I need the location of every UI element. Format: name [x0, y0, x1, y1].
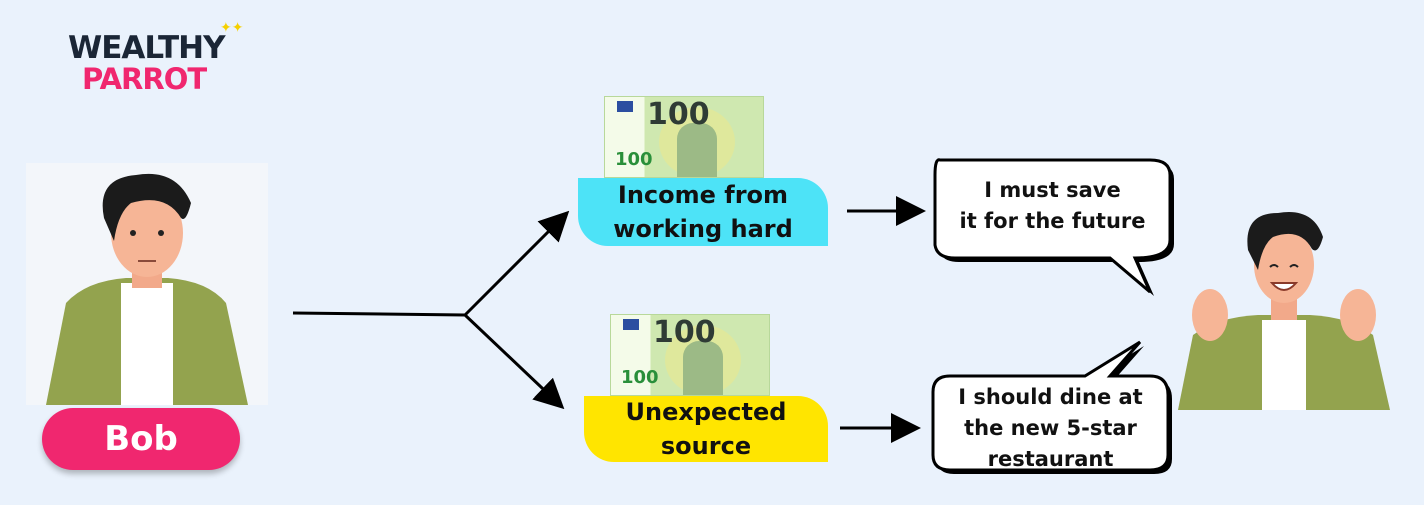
- thought-line: restaurant: [987, 447, 1114, 471]
- thought-line: I must save: [984, 178, 1121, 202]
- thought-line: the new 5-star: [964, 416, 1137, 440]
- eu-flag-icon: [623, 319, 639, 330]
- banknote-100-bottom: 100 100: [610, 314, 770, 396]
- arrow-to-income: [463, 210, 570, 317]
- arrow-to-unexpected: [463, 313, 565, 410]
- label-line: source: [660, 432, 752, 460]
- save-thought-text: I must save it for the future: [935, 175, 1170, 237]
- thought-line: it for the future: [959, 209, 1146, 233]
- speech-bubble-save: [933, 158, 1174, 296]
- person-name-badge: Bob: [42, 408, 240, 470]
- trunk-line: [292, 311, 466, 317]
- dine-thought-text: I should dine at the new 5-star restaura…: [933, 382, 1168, 475]
- speech-bubble-dine: [931, 340, 1172, 474]
- sparkle-icon: ✦✦: [220, 20, 244, 36]
- unexpected-source-label: Unexpected source: [584, 396, 828, 462]
- income-hard-work-label: Income from working hard: [578, 178, 828, 246]
- happy-bob-illustration: [1178, 212, 1390, 410]
- eu-flag-icon: [617, 101, 633, 112]
- banknote-100-top: 100 100: [604, 96, 764, 178]
- label-line: working hard: [613, 215, 793, 243]
- thought-line: I should dine at: [958, 385, 1143, 409]
- bob-illustration: [26, 163, 268, 405]
- logo-wealthy: WEALTHY: [68, 30, 226, 66]
- logo-parrot: PARROT: [82, 62, 207, 96]
- label-line: Income from: [617, 181, 789, 209]
- label-line: Unexpected: [625, 398, 787, 426]
